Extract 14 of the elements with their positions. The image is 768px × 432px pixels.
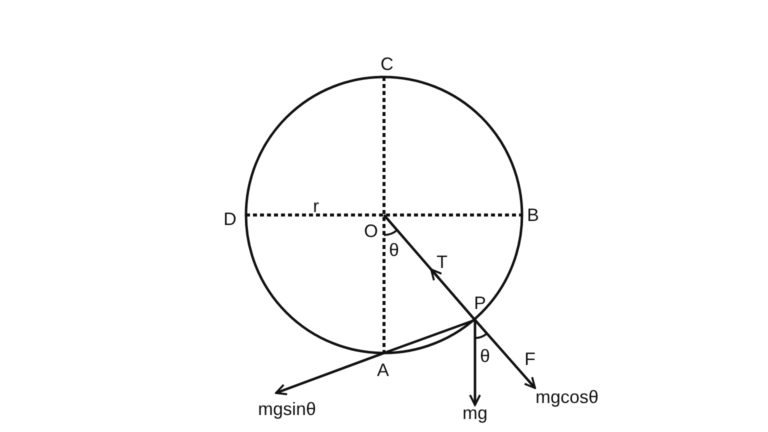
- point-label: C: [380, 55, 394, 73]
- force-label: T: [436, 253, 448, 271]
- angle-label: θ: [389, 241, 399, 259]
- point-label: O: [364, 222, 378, 240]
- radius-label: r: [313, 197, 319, 215]
- force-label: mgcosθ: [535, 388, 599, 406]
- force-label: mg: [462, 404, 488, 422]
- point-label: D: [224, 210, 236, 228]
- angle-label: θ: [480, 347, 490, 365]
- force-label: mgsinθ: [258, 400, 316, 418]
- point-label: P: [474, 294, 486, 312]
- point-label: B: [527, 206, 539, 224]
- force-label: F: [524, 350, 536, 368]
- point-label: A: [377, 361, 389, 379]
